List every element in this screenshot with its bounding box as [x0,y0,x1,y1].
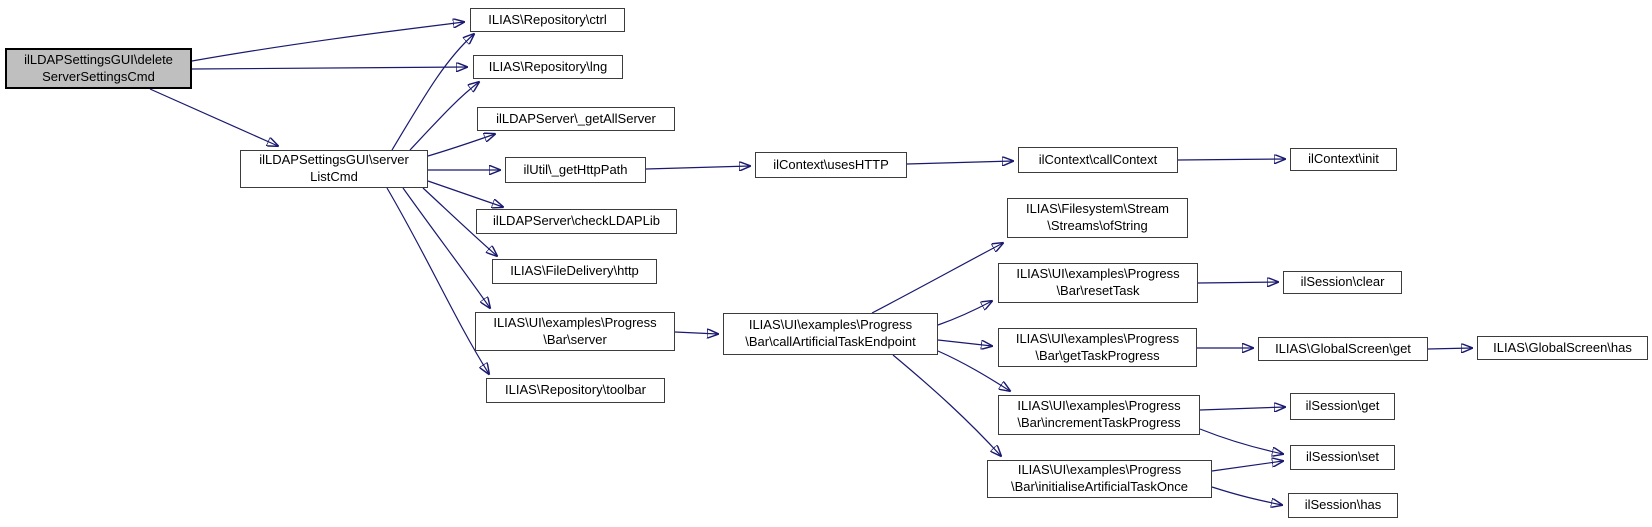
node-global-screen-has[interactable]: ILIAS\GlobalScreen\has [1477,336,1648,360]
edge-callcontext-to-init [1177,159,1285,160]
edge-callendpoint-to-gettaskprogress [937,339,992,346]
node-call-artificial-task-endpoint[interactable]: ILIAS\UI\examples\Progress \Bar\callArti… [723,313,938,355]
edge-incrementtask-to-sessset [1199,428,1283,454]
edge-callendpoint-to-resettask [937,301,992,326]
edge-serverlist-to-getallserver [427,134,495,157]
node-get-all-server[interactable]: ilLDAPServer\_getAllServer [477,107,675,131]
node-server-list-cmd[interactable]: ilLDAPSettingsGUI\server ListCmd [240,150,428,188]
node-session-get[interactable]: ilSession\get [1290,393,1395,420]
edge-incrementtask-to-sessget [1199,407,1285,410]
edge-serverlist-to-server [402,187,490,308]
edge-delete-to-lng [191,67,467,69]
edge-serverlist-to-ctrl [391,34,474,151]
edge-initialiseonce-to-sessset [1211,461,1283,472]
node-session-clear[interactable]: ilSession\clear [1283,271,1402,294]
edge-callendpoint-to-ofstring [871,243,1003,314]
node-repository-ctrl[interactable]: ILIAS\Repository\ctrl [470,8,625,32]
node-increment-task-progress[interactable]: ILIAS\UI\examples\Progress \Bar\incremen… [998,395,1200,435]
edge-resettask-to-clear [1197,282,1278,283]
edge-serverlist-to-toolbar [386,187,489,374]
edge-serverlist-to-lng [409,82,479,151]
edge-delete-to-ctrl [191,22,464,62]
node-check-ldap-lib[interactable]: ilLDAPServer\checkLDAPLib [476,209,677,234]
node-context-init[interactable]: ilContext\init [1290,148,1397,171]
edge-server-to-callendpoint [674,332,718,334]
node-initialise-artificial-task-once[interactable]: ILIAS\UI\examples\Progress \Bar\initiali… [987,460,1212,498]
node-uses-http[interactable]: ilContext\usesHTTP [755,152,907,178]
edge-callendpoint-to-initialiseonce [892,354,1001,456]
edge-delete-to-serverlist [149,88,278,146]
node-get-task-progress[interactable]: ILIAS\UI\examples\Progress \Bar\getTaskP… [998,328,1197,367]
edge-initialiseonce-to-sesshas [1211,486,1282,505]
node-streams-of-string[interactable]: ILIAS\Filesystem\Stream \Streams\ofStrin… [1007,198,1188,238]
edge-gsget-to-gshas [1427,348,1472,349]
node-session-set[interactable]: ilSession\set [1290,445,1395,470]
edge-useshttp-to-callcontext [906,161,1013,164]
node-repository-toolbar[interactable]: ILIAS\Repository\toolbar [486,378,665,403]
node-progress-bar-server[interactable]: ILIAS\UI\examples\Progress \Bar\server [475,312,675,351]
node-file-delivery-http[interactable]: ILIAS\FileDelivery\http [492,259,657,284]
node-delete-server-settings-cmd: ilLDAPSettingsGUI\delete ServerSettingsC… [5,48,192,89]
node-get-http-path[interactable]: ilUtil\_getHttpPath [505,157,646,183]
node-session-has[interactable]: ilSession\has [1288,493,1398,518]
edge-serverlist-to-http [422,187,497,256]
edge-gethttppath-to-useshttp [645,166,750,169]
node-call-context[interactable]: ilContext\callContext [1018,147,1178,173]
node-global-screen-get[interactable]: ILIAS\GlobalScreen\get [1258,337,1428,361]
node-reset-task[interactable]: ILIAS\UI\examples\Progress \Bar\resetTas… [998,263,1198,303]
edge-callendpoint-to-incrementtask [937,350,1010,391]
edge-serverlist-to-checkldaplib [427,180,503,207]
node-repository-lng[interactable]: ILIAS\Repository\lng [473,55,623,79]
